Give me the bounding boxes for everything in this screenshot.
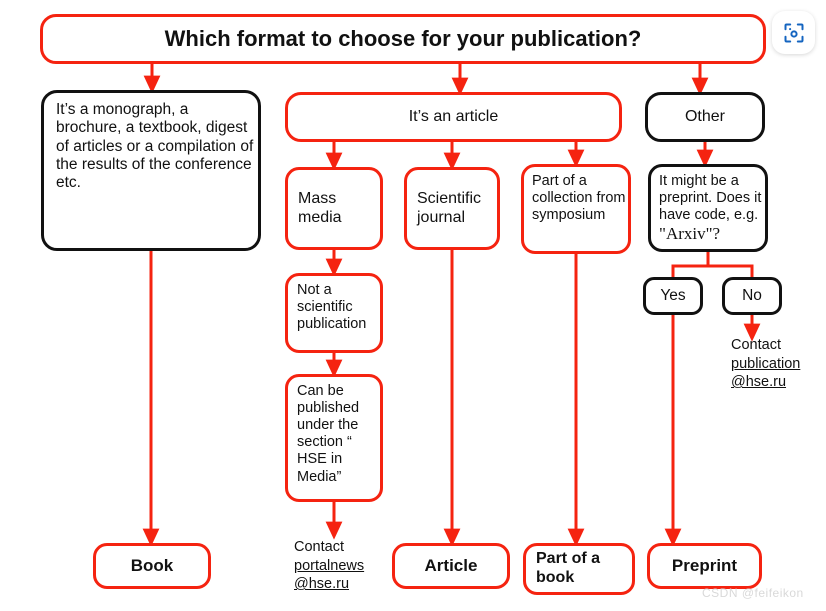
node-scientific-journal-label: Scientific journal bbox=[417, 189, 482, 226]
node-arxiv-question[interactable]: It might be a preprint. Does it have cod… bbox=[648, 164, 768, 252]
node-result-part-of-book[interactable]: Part of a book bbox=[523, 543, 635, 595]
arxiv-serif-text: "Arxiv"? bbox=[659, 224, 721, 244]
contact-publication-line2[interactable]: publication bbox=[731, 355, 801, 372]
node-yes[interactable]: Yes bbox=[643, 277, 703, 315]
scan-focus-badge[interactable] bbox=[772, 11, 815, 54]
node-mass-media[interactable]: Mass media bbox=[285, 167, 383, 250]
node-no-label: No bbox=[742, 286, 762, 304]
watermark-text: CSDN @feifeikon bbox=[702, 586, 804, 600]
node-collection-symposium-label: Part of a collection from symposium bbox=[532, 173, 626, 224]
arxiv-plain-text: It might be a preprint. Does it have cod… bbox=[659, 173, 762, 224]
page-title: Which format to choose for your publicat… bbox=[40, 14, 766, 64]
node-collection-symposium[interactable]: Part of a collection from symposium bbox=[521, 164, 631, 254]
node-result-part-of-book-label: Part of a book bbox=[536, 550, 601, 586]
node-article-label: It’s an article bbox=[408, 107, 499, 125]
scan-focus-icon bbox=[784, 23, 803, 42]
node-result-book-label: Book bbox=[130, 555, 174, 575]
node-not-scientific-label: Not a scientific publication bbox=[297, 282, 367, 333]
contact-portalnews-line1: Contact bbox=[294, 539, 344, 555]
node-result-book[interactable]: Book bbox=[93, 543, 211, 589]
node-monograph[interactable]: It’s a monograph, a brochure, a textbook… bbox=[41, 90, 261, 251]
node-not-scientific[interactable]: Not a scientific publication bbox=[285, 273, 383, 353]
node-monograph-label: It’s a monograph, a brochure, a textbook… bbox=[56, 101, 254, 192]
node-can-be-published[interactable]: Can be published under the section “ HSE… bbox=[285, 374, 383, 502]
node-yes-label: Yes bbox=[660, 286, 686, 304]
node-result-article[interactable]: Article bbox=[392, 543, 510, 589]
node-other-label: Other bbox=[684, 107, 725, 125]
node-result-preprint[interactable]: Preprint bbox=[647, 543, 762, 589]
node-result-preprint-label: Preprint bbox=[671, 555, 738, 575]
node-arxiv-question-label: It might be a preprint. Does it have cod… bbox=[659, 173, 765, 244]
node-other[interactable]: Other bbox=[645, 92, 765, 142]
contact-publication-line1: Contact bbox=[731, 337, 781, 353]
node-can-be-published-label: Can be published under the section “ HSE… bbox=[297, 383, 360, 485]
node-scientific-journal[interactable]: Scientific journal bbox=[404, 167, 500, 250]
contact-publication-text: Contact publication @hse.ru bbox=[731, 336, 826, 392]
contact-portalnews-line3[interactable]: @hse.ru bbox=[294, 576, 350, 593]
node-result-article-label: Article bbox=[424, 555, 478, 575]
node-article[interactable]: It’s an article bbox=[285, 92, 622, 142]
contact-portalnews-line2[interactable]: portalnews bbox=[294, 557, 365, 574]
contact-publication-line3[interactable]: @hse.ru bbox=[731, 374, 787, 391]
title-text: Which format to choose for your publicat… bbox=[164, 26, 642, 52]
node-no[interactable]: No bbox=[722, 277, 782, 315]
node-mass-media-label: Mass media bbox=[298, 189, 342, 226]
contact-portalnews-text: Contact portalnews @hse.ru bbox=[294, 538, 390, 594]
